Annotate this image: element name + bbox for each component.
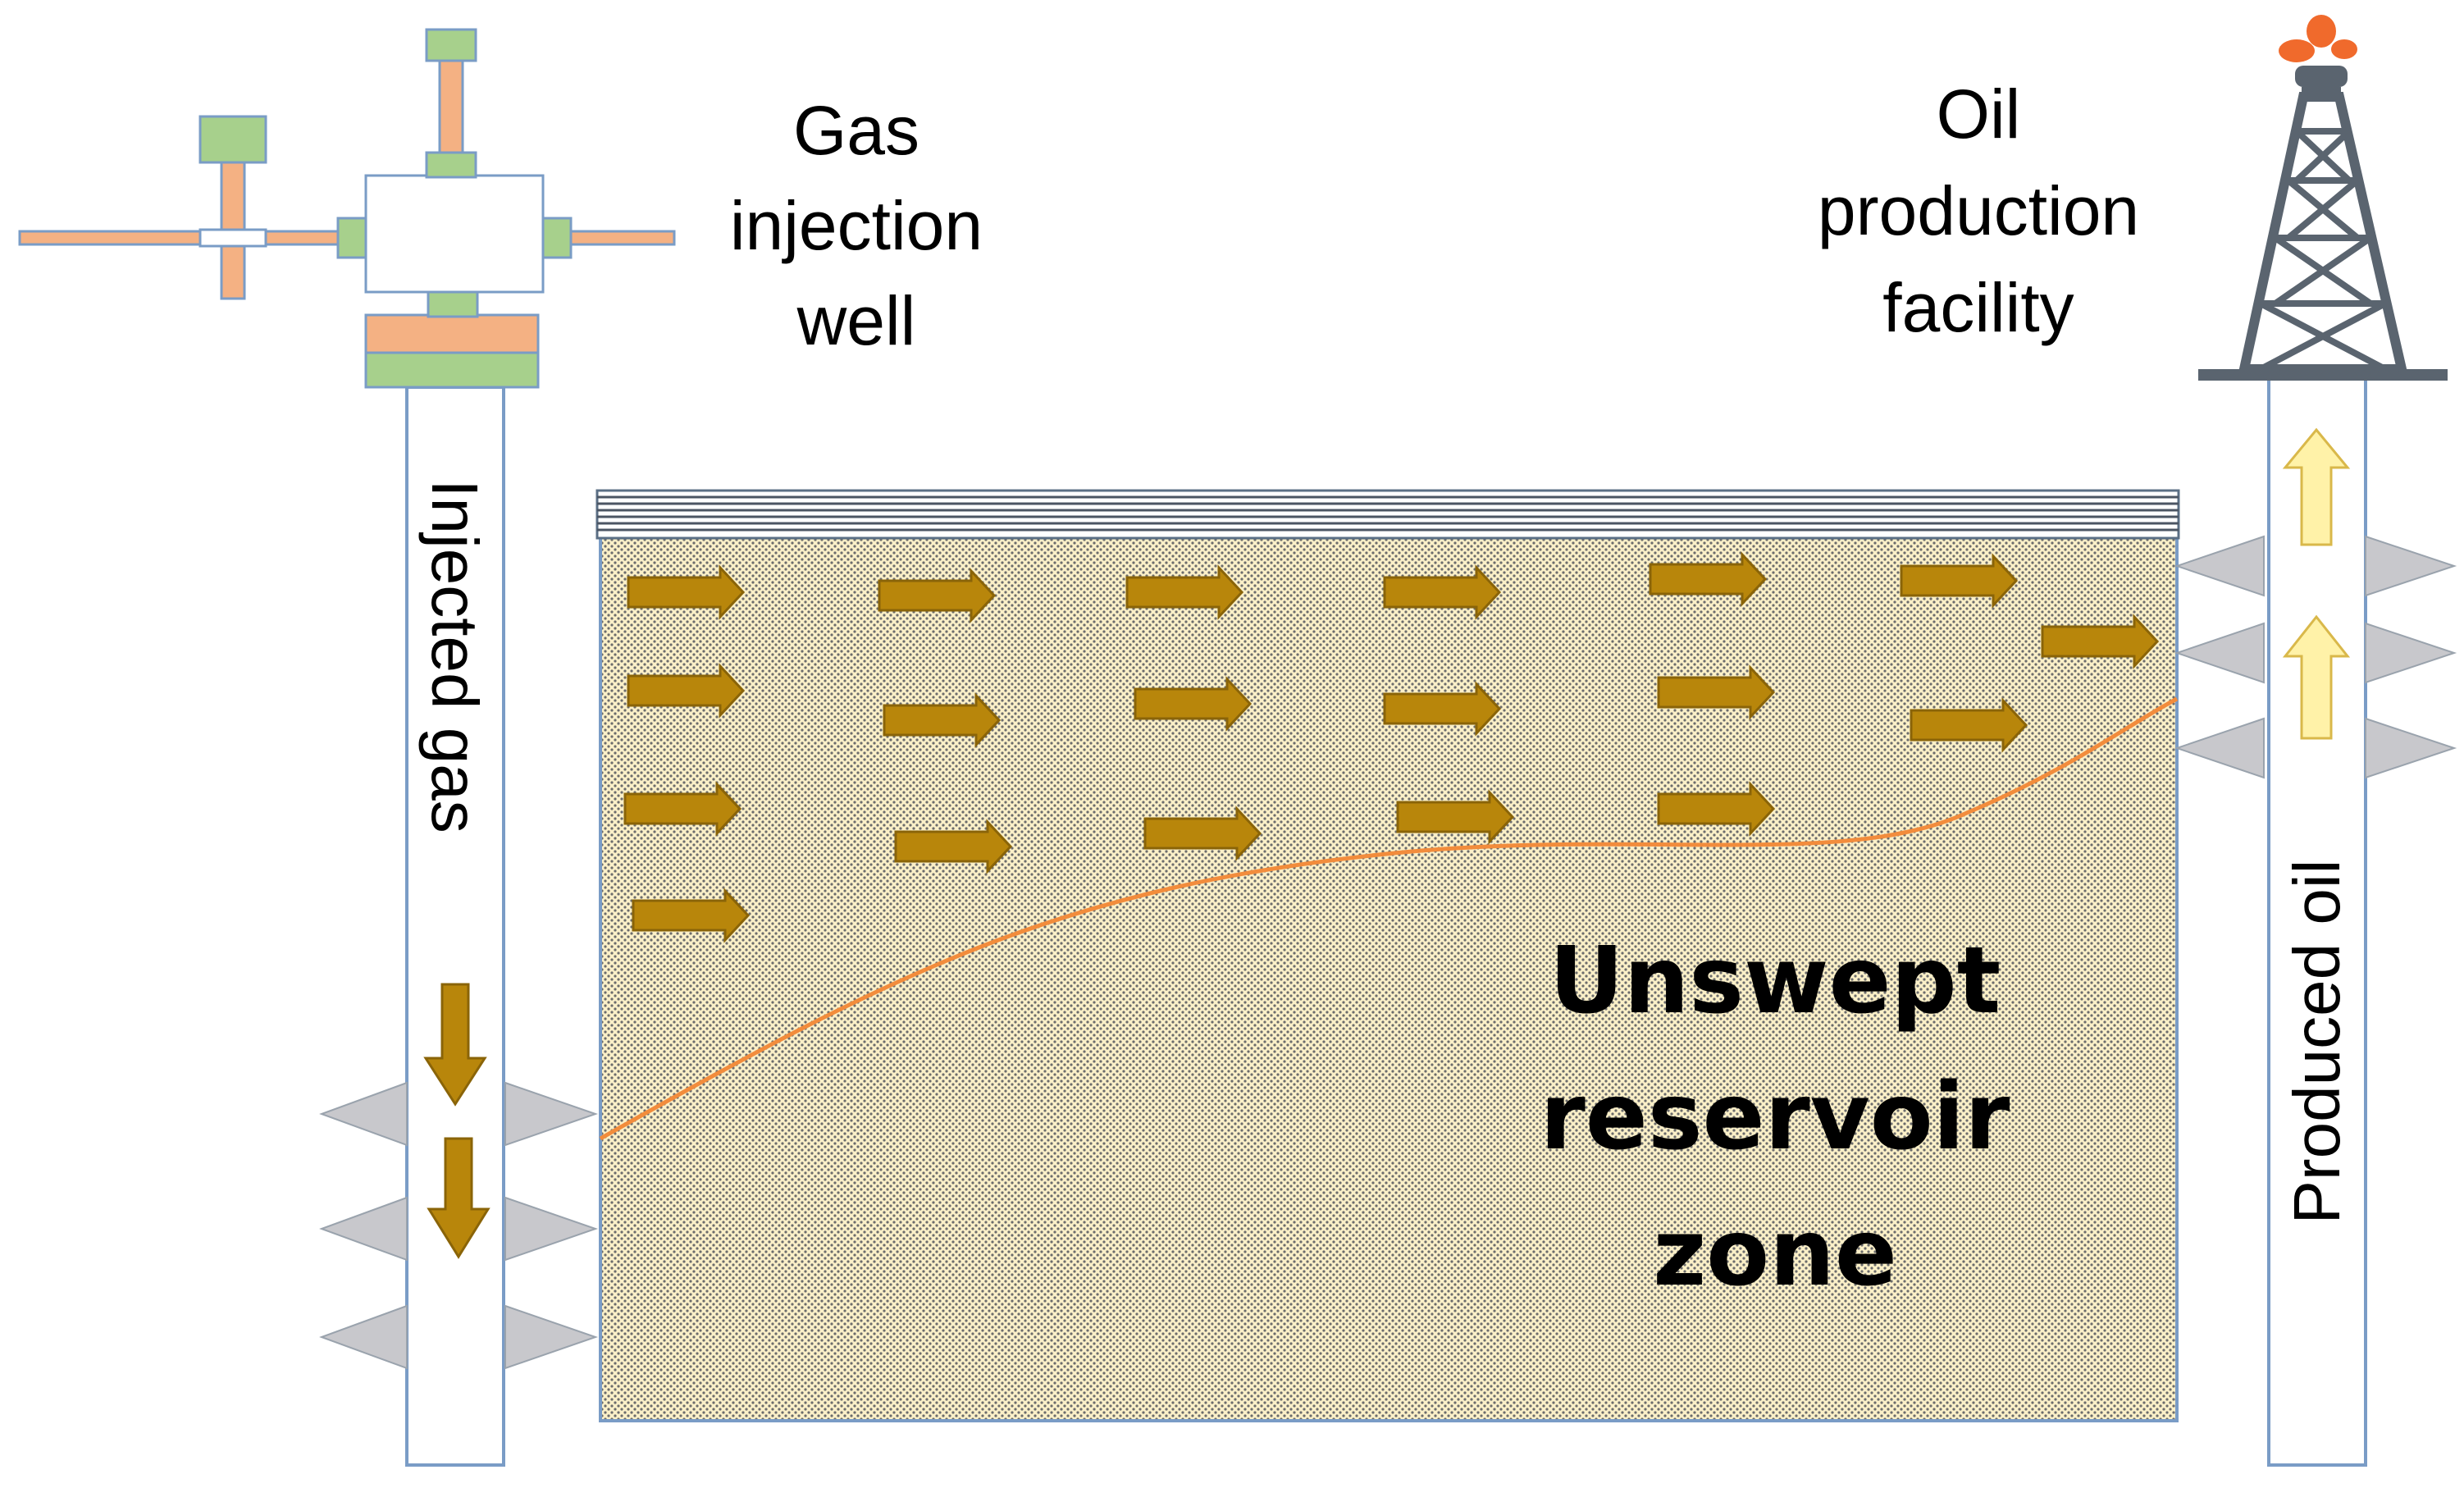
flow-arrow-icon xyxy=(1134,676,1253,732)
flow-arrow-icon xyxy=(894,819,1013,874)
label-line: well xyxy=(796,282,916,359)
perforation-icon xyxy=(2365,622,2457,684)
perforation-icon xyxy=(2365,717,2457,779)
flow-arrow-icon xyxy=(1125,564,1244,620)
oil-production-facility-label: Oil production facility xyxy=(1818,75,2139,346)
christmas-tree-wellhead-icon xyxy=(18,28,676,389)
flow-arrow-icon xyxy=(1383,681,1502,737)
flow-arrow-icon xyxy=(1900,553,2019,609)
label-line: zone xyxy=(1653,1200,1897,1307)
perforation-icon xyxy=(2365,535,2457,597)
flow-arrow-icon xyxy=(878,568,997,623)
gas-injection-well-label: Gas injection well xyxy=(730,92,983,359)
flow-arrow-icon xyxy=(2041,614,2160,669)
production-well: Produced oil xyxy=(2174,377,2457,1467)
flow-arrow-icon xyxy=(1910,697,2028,753)
reservoir xyxy=(595,489,2180,1422)
injection-well: Injected gas xyxy=(319,386,599,1467)
flow-arrow-icon xyxy=(1383,564,1502,620)
perforation-icon xyxy=(504,1196,599,1262)
flow-arrow-icon xyxy=(623,781,742,837)
perforation-icon xyxy=(2174,622,2265,684)
perforation-icon xyxy=(504,1081,599,1147)
flow-arrows xyxy=(623,551,2160,943)
oil-derrick-icon xyxy=(2175,10,2464,381)
perforation-icon xyxy=(2174,717,2265,779)
label-line: Oil xyxy=(1937,75,2021,153)
flow-arrow-icon xyxy=(627,663,746,719)
label-line: Gas xyxy=(793,92,919,169)
flame-icon xyxy=(2279,15,2357,62)
perforation-icon xyxy=(2174,535,2265,597)
perforation-icon xyxy=(319,1081,408,1147)
flow-arrow-icon xyxy=(1657,781,1776,837)
unswept-zone-label: Unswept reservoir zone xyxy=(1540,928,2010,1307)
injected-gas-label: Injected gas xyxy=(418,479,491,833)
label-line: reservoir xyxy=(1540,1064,2010,1171)
perforation-icon xyxy=(319,1304,408,1370)
flow-arrow-icon xyxy=(627,564,746,620)
label-line: injection xyxy=(730,187,983,264)
flow-arrow-icon xyxy=(1649,551,1768,607)
label-line: Unswept xyxy=(1549,928,2001,1034)
caprock-layer xyxy=(595,489,2180,540)
flow-arrow-icon xyxy=(1143,806,1262,861)
flow-arrow-icon xyxy=(1657,664,1776,720)
produced-oil-arrow xyxy=(2282,427,2351,546)
flow-arrow-icon xyxy=(883,692,1002,748)
sweep-front-line xyxy=(599,696,2179,1141)
flow-arrow-icon xyxy=(1396,789,1515,845)
produced-oil-arrow xyxy=(2282,614,2351,740)
produced-oil-label: Produced oil xyxy=(2280,860,2353,1225)
perforation-icon xyxy=(504,1304,599,1370)
flow-arrow-icon xyxy=(632,888,751,943)
perforation-icon xyxy=(319,1196,408,1262)
label-line: production xyxy=(1818,172,2139,249)
label-line: facility xyxy=(1882,269,2074,346)
injection-arrow xyxy=(423,983,487,1107)
injection-arrow xyxy=(427,1137,491,1259)
